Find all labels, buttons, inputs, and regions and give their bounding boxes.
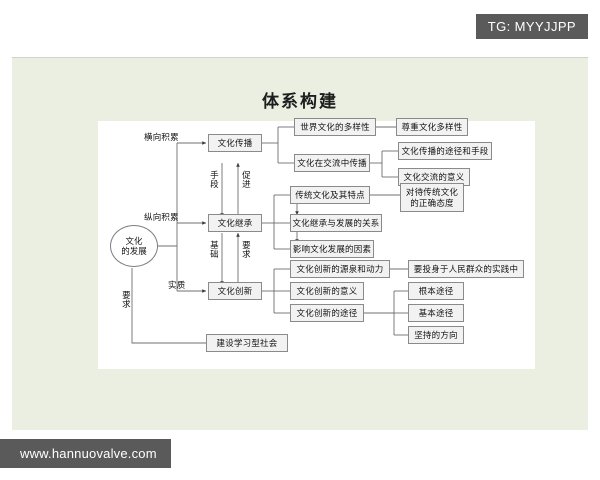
node-cultural-innovation[interactable]: 文化创新: [208, 282, 262, 300]
node-learning-society[interactable]: 建设学习型社会: [206, 334, 288, 352]
node-innovation-approach[interactable]: 文化创新的途径: [290, 304, 364, 322]
node-adhere-direction[interactable]: 坚持的方向: [408, 326, 464, 344]
branch-label-vertical-accumulation: 纵向积累: [144, 212, 179, 222]
node-devote-to-peoples-practice[interactable]: 要投身于人民群众的实践中: [408, 260, 524, 278]
diagram-connectors: [131, 126, 408, 344]
node-traditional-culture-features[interactable]: 传统文化及其特点: [290, 186, 370, 204]
node-culture-spread-in-exchange[interactable]: 文化在交流中传播: [294, 154, 370, 172]
node-basic-approach[interactable]: 基本途径: [408, 304, 464, 322]
node-innovation-source-motivation[interactable]: 文化创新的源泉和动力: [290, 260, 390, 278]
branch-label-essence: 实质: [168, 280, 186, 290]
content-panel: 体系构建: [12, 57, 588, 430]
node-cultural-inheritance[interactable]: 文化继承: [208, 214, 262, 232]
watermark-top-right: TG: MYYJJPP: [475, 14, 588, 39]
branch-label-requirement-root: 要求: [122, 290, 131, 309]
node-innovation-significance[interactable]: 文化创新的意义: [290, 282, 364, 300]
node-factors-affecting-development[interactable]: 影响文化发展的因素: [290, 240, 374, 258]
node-fundamental-approach[interactable]: 根本途径: [408, 282, 464, 300]
node-inheritance-development-relation[interactable]: 文化继承与发展的关系: [290, 214, 382, 232]
diagram-canvas: 文化的发展 横向积累 纵向积累 实质 要求 手段 促进 基础 要求 文化传播 文…: [98, 118, 535, 369]
branch-label-horizontal-accumulation: 横向积累: [144, 132, 179, 142]
root-node-label: 文化的发展: [121, 235, 147, 256]
node-correct-attitude-tradition-label: 对待传统文化的正确态度: [405, 187, 459, 208]
link-label-requirement: 要求: [242, 240, 251, 259]
link-label-means: 手段: [210, 170, 219, 189]
node-world-culture-diversity[interactable]: 世界文化的多样性: [294, 118, 376, 136]
page-title: 体系构建: [262, 92, 338, 111]
node-exchange-significance[interactable]: 文化交流的意义: [398, 168, 470, 186]
node-cultural-dissemination[interactable]: 文化传播: [208, 134, 262, 152]
node-spread-channels-means[interactable]: 文化传播的途径和手段: [398, 142, 492, 160]
node-correct-attitude-tradition[interactable]: 对待传统文化的正确态度: [400, 183, 464, 212]
link-label-promote: 促进: [242, 170, 251, 189]
node-respect-cultural-diversity[interactable]: 尊重文化多样性: [396, 118, 468, 136]
root-node-cultural-development[interactable]: 文化的发展: [110, 225, 158, 267]
watermark-bottom-left: www.hannuovalve.com: [0, 439, 171, 468]
link-label-foundation: 基础: [210, 240, 219, 259]
